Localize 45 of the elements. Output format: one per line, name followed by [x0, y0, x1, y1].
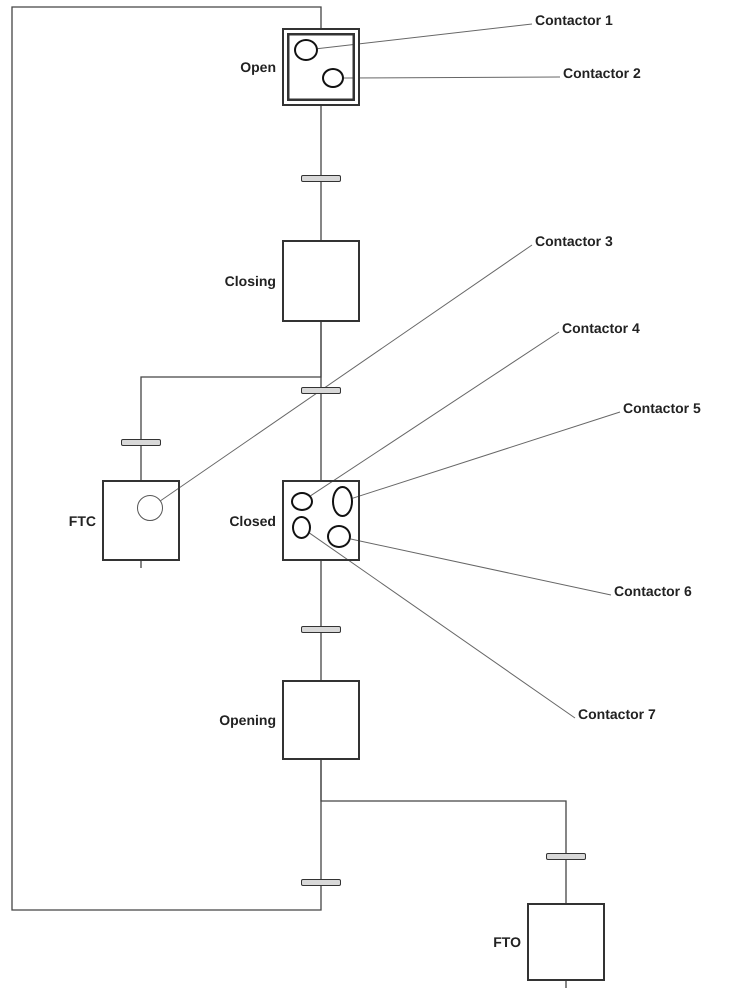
- step-label: Opening: [219, 712, 276, 728]
- contactor-label: Contactor 1: [535, 12, 613, 28]
- connector-line: [140, 561, 142, 568]
- contactor-label: Contactor 5: [623, 400, 701, 416]
- step-label: FTO: [493, 934, 521, 950]
- leader-line: [309, 532, 576, 718]
- connector-line: [320, 182, 322, 240]
- contact-circle: [327, 525, 351, 548]
- connector-line: [140, 446, 142, 480]
- connector-line: [320, 760, 567, 853]
- transition-bar: [301, 387, 341, 394]
- contact-circle: [322, 68, 344, 88]
- transition-bar: [301, 626, 341, 633]
- contactor-label: Contactor 2: [563, 65, 641, 81]
- leader-line: [310, 332, 560, 496]
- connector-line: [565, 860, 567, 903]
- transition-bar: [121, 439, 161, 446]
- leader-line: [344, 76, 560, 78]
- step-label: Closed: [229, 512, 276, 528]
- connector-line: [320, 633, 322, 680]
- step-label: Closing: [224, 273, 276, 289]
- contact-circle: [291, 492, 313, 511]
- contactor-label: Contactor 4: [562, 320, 640, 336]
- leader-line: [160, 244, 532, 502]
- leader-line: [352, 412, 620, 499]
- contactor-label: Contactor 6: [614, 583, 692, 599]
- connector-line: [11, 6, 322, 911]
- contact-circle: [294, 39, 318, 61]
- transition-bar: [301, 175, 341, 182]
- connector-line: [320, 394, 322, 480]
- transition-bar: [301, 879, 341, 886]
- connector-line: [565, 981, 567, 988]
- connector-line: [320, 106, 322, 175]
- transition-bar: [546, 853, 586, 860]
- leader-line: [317, 24, 532, 50]
- contact-circle: [332, 486, 353, 517]
- contactor-label: Contactor 7: [578, 706, 656, 722]
- contact-circle: [137, 495, 163, 521]
- contactor-label: Contactor 3: [535, 233, 613, 249]
- connector-line: [320, 561, 322, 626]
- leader-line: [350, 538, 612, 596]
- contact-circle: [292, 516, 311, 539]
- step-label: Open: [240, 59, 276, 75]
- step-label: FTC: [68, 512, 96, 528]
- connector-line: [140, 322, 322, 439]
